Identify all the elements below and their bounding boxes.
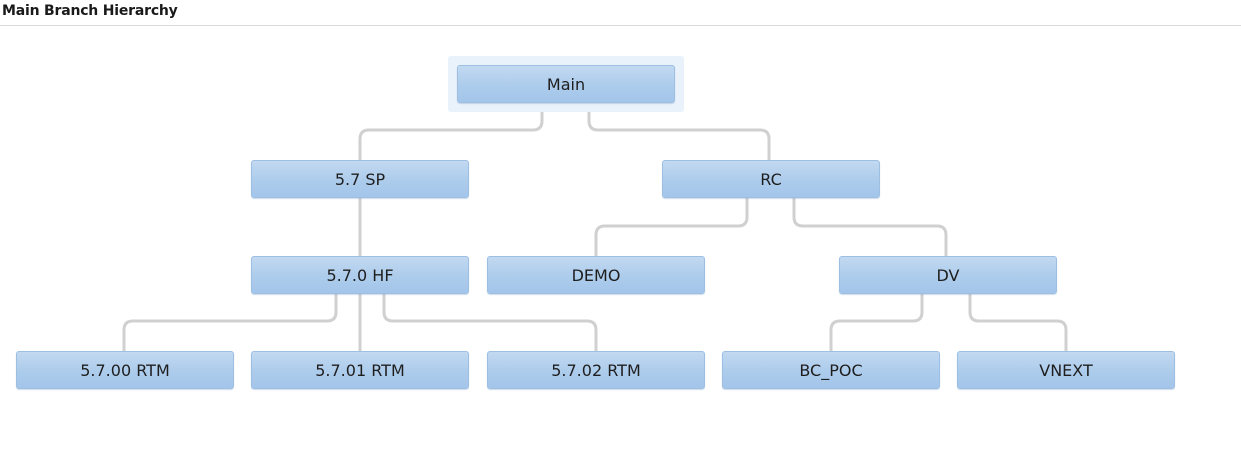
branch-node-5-7-0-hf[interactable]: 5.7.0 HF [251,256,469,294]
connector-dv-to-bc-poc [829,291,924,353]
branch-node-demo[interactable]: DEMO [487,256,705,294]
connector-5-7-0-hf-to-5-7-00-rtm [122,291,338,353]
branch-node-5-7-sp[interactable]: 5.7 SP [251,160,469,198]
branch-node-5-7-01-rtm[interactable]: 5.7.01 RTM [251,351,469,389]
branch-node-bc-poc[interactable]: BC_POC [722,351,940,389]
branch-node-rc[interactable]: RC [662,160,880,198]
page-title: Main Branch Hierarchy [2,3,178,19]
branch-node-5-7-02-rtm[interactable]: 5.7.02 RTM [487,351,705,389]
branch-node-main[interactable]: Main [457,65,675,103]
branch-node-dv[interactable]: DV [839,256,1057,294]
connector-5-7-0-hf-to-5-7-02-rtm [382,291,598,353]
branch-node-5-7-00-rtm[interactable]: 5.7.00 RTM [16,351,234,389]
connector-dv-to-vnext [968,291,1068,353]
branch-node-vnext[interactable]: VNEXT [957,351,1175,389]
connector-main-to-rc [587,101,771,162]
title-divider [0,25,1241,26]
connector-rc-to-demo [594,196,749,258]
connector-rc-to-dv [792,196,948,258]
connector-main-to-5-7-sp [358,101,544,162]
